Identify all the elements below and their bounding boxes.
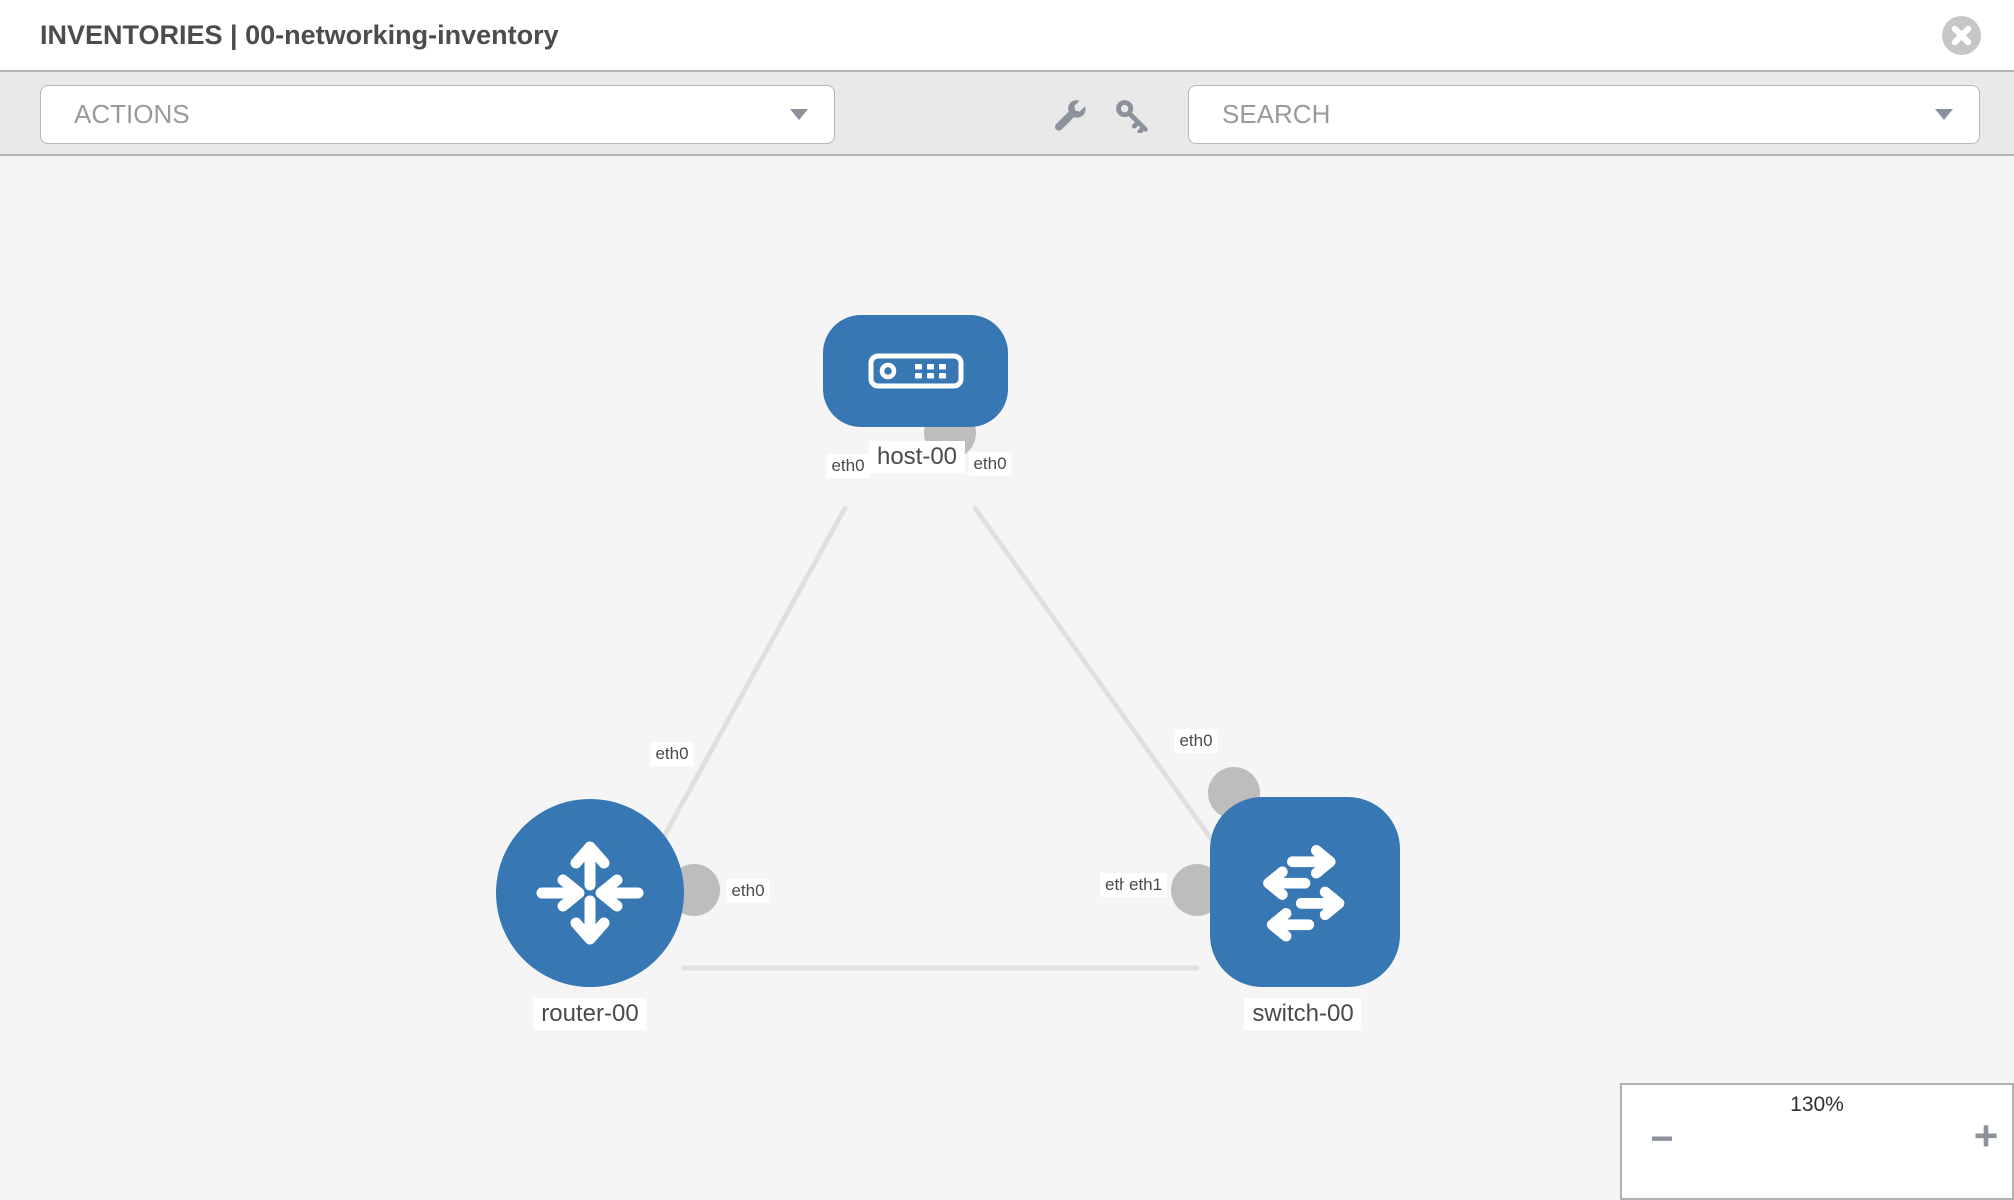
zoom-out-button[interactable]: −	[1640, 1117, 1684, 1161]
toolbar: ACTIONS SEARCH	[0, 70, 2014, 156]
credentials-button[interactable]	[1110, 94, 1154, 138]
zoom-in-button[interactable]: +	[1964, 1114, 2008, 1158]
node-label-host: host-00	[868, 441, 966, 473]
topology-canvas[interactable]: host-00 router-00 switch-00 eth0 eth0 et…	[0, 156, 2014, 1200]
router-arrows-icon	[536, 841, 644, 945]
search-dropdown-label: SEARCH	[1222, 99, 1331, 129]
zoom-panel: 130%	[1620, 1083, 2014, 1200]
actions-dropdown-label: ACTIONS	[74, 99, 190, 129]
iface-label-router-to-switch: eth0	[726, 879, 770, 903]
page-title: INVENTORIES | 00-networking-inventory	[40, 20, 559, 50]
links-layer	[632, 505, 1237, 971]
switch-arrows-icon	[1263, 845, 1345, 942]
wrench-icon	[1054, 100, 1086, 131]
close-icon	[1942, 16, 1981, 55]
node-switch-00[interactable]	[1210, 797, 1400, 987]
node-label-switch: switch-00	[1244, 998, 1362, 1030]
iface-label-host-to-router: eth0	[826, 454, 870, 478]
node-label-router: router-00	[533, 998, 647, 1030]
link-host-switch[interactable]	[972, 505, 1237, 874]
key-icon	[1116, 100, 1148, 133]
close-button[interactable]	[1941, 15, 1982, 56]
actions-dropdown[interactable]: ACTIONS	[40, 85, 835, 144]
node-host-00[interactable]	[823, 315, 1008, 427]
header: INVENTORIES | 00-networking-inventory	[0, 0, 2014, 70]
server-icon	[868, 353, 963, 389]
link-host-router[interactable]	[632, 505, 848, 892]
search-dropdown[interactable]: SEARCH	[1188, 85, 1980, 144]
iface-label-host-to-switch: eth0	[968, 452, 1012, 476]
configure-button[interactable]	[1047, 94, 1091, 138]
chevron-down-icon	[790, 109, 808, 120]
iface-label-switch-to-host: eth0	[1174, 729, 1218, 753]
node-router-00[interactable]	[496, 799, 684, 987]
zoom-level: 130%	[1790, 1093, 1844, 1116]
chevron-down-icon	[1935, 109, 1953, 120]
iface-label-switch-to-router: eth1	[1124, 873, 1168, 897]
iface-label-router-to-host: eth0	[650, 742, 694, 766]
